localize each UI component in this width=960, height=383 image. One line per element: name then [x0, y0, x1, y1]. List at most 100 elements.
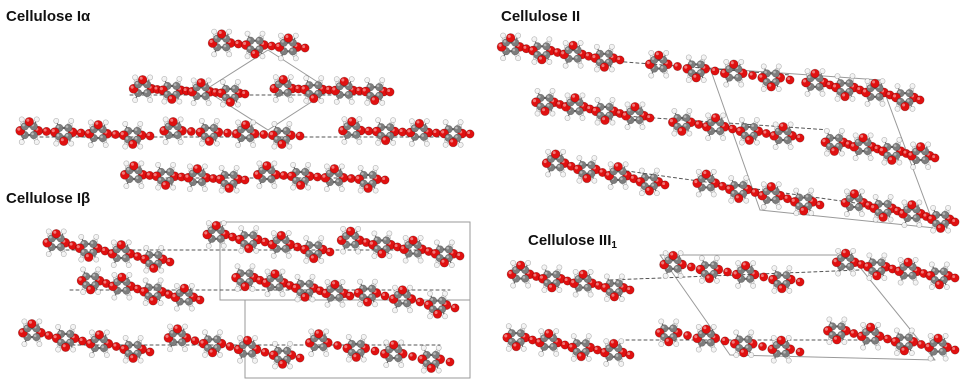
oxygen-atom	[776, 335, 786, 345]
oxygen-atom-highlight	[778, 285, 782, 289]
hydrogen-atom	[618, 296, 625, 302]
carbon-atom-highlight	[170, 330, 174, 334]
cellulose-ib-structure	[17, 220, 471, 379]
hydrogen-atom-highlight	[712, 170, 714, 172]
oxygen-atom-highlight	[548, 284, 552, 288]
hydrogen-atom-highlight	[535, 89, 538, 91]
hydrogen-atom-highlight	[516, 33, 519, 36]
carbon-atom-highlight	[544, 280, 548, 284]
oxygen-atom-highlight	[141, 288, 145, 292]
oxygen-atom-highlight	[189, 88, 193, 92]
carbon-atom-highlight	[214, 336, 218, 340]
carbon-atom-highlight	[67, 339, 71, 343]
oxygen-atom-highlight	[580, 271, 584, 275]
oxygen-atom-highlight	[726, 186, 730, 190]
carbon-atom	[605, 102, 614, 112]
oxygen-atom-highlight	[538, 56, 542, 60]
carbon-atom-highlight	[537, 103, 541, 107]
carbon-atom-highlight	[376, 84, 380, 88]
carbon-atom	[177, 338, 187, 347]
carbon-atom	[771, 195, 780, 205]
carbon-atom-highlight	[689, 70, 692, 74]
hydrogen-atom	[233, 165, 240, 171]
hydrogen-atom-highlight	[139, 161, 142, 164]
hydrogen-atom-highlight	[565, 116, 568, 119]
carbon-atom-highlight	[878, 259, 882, 263]
carbon-atom-highlight	[731, 191, 735, 194]
carbon-atom-highlight	[627, 108, 631, 112]
oxygen-atom-highlight	[879, 148, 883, 152]
hydrogen-atom-highlight	[592, 156, 595, 159]
hydrogen-atom	[234, 101, 241, 108]
oxygen-atom	[339, 76, 349, 87]
hydrogen-atom	[286, 121, 293, 127]
hydrogen-atom-highlight	[373, 166, 376, 168]
carbon-atom-highlight	[847, 195, 850, 199]
oxygen-atom-highlight	[669, 119, 673, 123]
hydrogen-atom-highlight	[143, 301, 146, 304]
hydrogen-atom	[771, 287, 778, 294]
oxygen-atom-highlight	[670, 252, 674, 256]
carbon-atom-highlight	[796, 194, 800, 198]
hydrogen-atom-highlight	[319, 259, 322, 261]
carbon-atom-highlight	[374, 246, 378, 250]
hydrogen-atom	[383, 339, 390, 346]
carbon-atom-highlight	[674, 123, 678, 127]
oxygen-atom	[363, 183, 373, 193]
oxygen-atom	[600, 115, 610, 125]
carbon-atom-highlight	[576, 108, 580, 112]
carbon-atom-highlight	[306, 91, 310, 94]
oxygen-atom-highlight	[112, 131, 116, 135]
oxygen-atom-highlight	[45, 332, 49, 336]
hydrogen-atom-highlight	[342, 140, 345, 142]
carbon-atom-highlight	[764, 79, 767, 83]
carbon-atom-highlight	[829, 332, 833, 336]
oxygen-atom-highlight	[301, 86, 305, 90]
carbon-atom-highlight	[214, 36, 218, 39]
hydrogen-atom	[593, 66, 600, 73]
carbon-atom	[749, 122, 758, 132]
hydrogen-atom-highlight	[640, 191, 642, 194]
carbon-atom-highlight	[383, 237, 387, 241]
oxygen-atom-highlight	[771, 132, 775, 136]
oxygen-atom-highlight	[627, 352, 631, 355]
carbon-atom-highlight	[446, 246, 449, 250]
hydrogen-atom-highlight	[595, 98, 598, 100]
hydrogen-atom-highlight	[393, 308, 396, 311]
carbon-atom-highlight	[302, 177, 306, 181]
hydrogen-atom	[804, 90, 811, 97]
hydrogen-atom	[849, 95, 856, 102]
carbon-atom-highlight	[327, 286, 331, 290]
hydrogen-atom	[201, 186, 208, 192]
carbon-atom-highlight	[503, 39, 507, 43]
oxygen-atom-highlight	[735, 195, 739, 199]
oxygen-atom-highlight	[297, 133, 301, 137]
hydrogen-atom-highlight	[744, 198, 747, 201]
oxygen-atom-highlight	[276, 43, 280, 47]
oxygen-atom-highlight	[684, 65, 688, 69]
hydrogen-atom	[21, 318, 28, 325]
oxygen-atom-highlight	[902, 103, 906, 107]
hydrogen-atom	[912, 257, 919, 263]
oxygen-atom-highlight	[894, 208, 898, 212]
carbon-atom-highlight	[893, 144, 897, 147]
carbon-atom-highlight	[838, 332, 842, 336]
carbon-atom-highlight	[376, 93, 380, 96]
hydrogen-atom-highlight	[678, 251, 681, 254]
hydrogen-atom	[928, 261, 935, 268]
hydrogen-atom-highlight	[547, 37, 550, 40]
carbon-atom	[431, 350, 440, 360]
carbon-atom	[283, 88, 292, 97]
carbon-atom-highlight	[783, 350, 786, 354]
hydrogen-atom	[520, 323, 527, 330]
carbon-atom	[846, 262, 855, 271]
hydrogen-atom	[122, 335, 129, 341]
oxygen-atom-highlight	[183, 88, 187, 91]
oxygen-atom-highlight	[200, 340, 204, 344]
hydrogen-atom	[138, 160, 145, 167]
hydrogen-atom	[618, 338, 625, 345]
carbon-atom-highlight	[223, 44, 227, 48]
carbon-atom-highlight	[155, 284, 158, 288]
carbon-atom-highlight	[796, 203, 800, 207]
carbon-atom-highlight	[424, 360, 427, 364]
